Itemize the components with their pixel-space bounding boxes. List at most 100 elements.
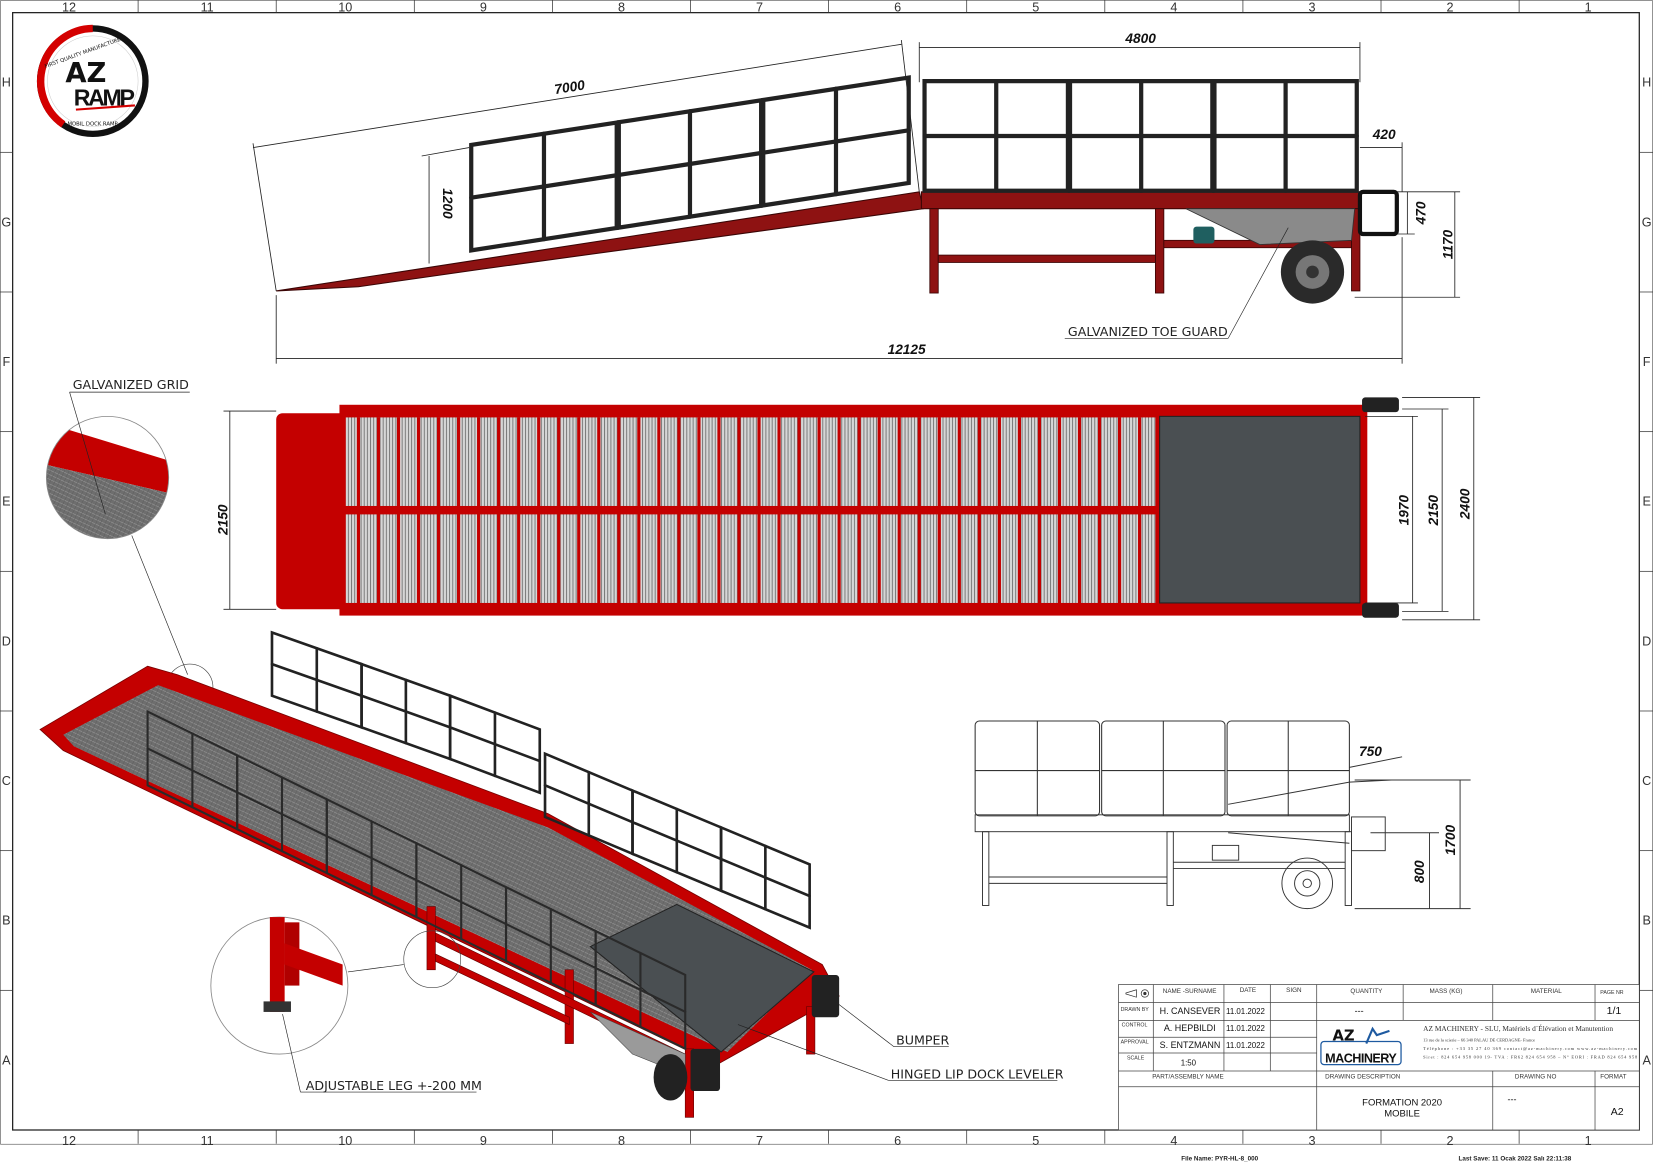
zone-column-label: 1 [1585, 1134, 1592, 1148]
dim-lip-length: 750 [1359, 744, 1382, 759]
railing-midrail [146, 747, 239, 794]
zone-column-label: 10 [338, 1, 352, 15]
toe-guard-callout: GALVANIZED TOE GUARD [1064, 227, 1289, 339]
zone-column-label: 12 [62, 1, 76, 15]
dim-frame-width: 2150 [1426, 495, 1441, 527]
zone-row-label: A [2, 1053, 11, 1067]
dim-overall-length: 12125 [888, 342, 926, 357]
railing-panel [594, 929, 687, 1051]
grate-upper [345, 417, 1156, 506]
dim-ramp-length: 7000 [553, 77, 586, 97]
tb-description-line1: FORMATION 2020 [1362, 1098, 1442, 1109]
zone-row-label: G [1642, 215, 1652, 229]
railing-midrail [719, 857, 811, 898]
zone-row-label: C [1642, 774, 1651, 788]
leg-detail [210, 916, 404, 1055]
railing-midrail [325, 835, 418, 882]
footer-last-save: Last Save: 11 Ocak 2022 Salı 22:11:38 [1459, 1156, 1572, 1163]
top-view: 2150 1970 2150 2400 [216, 396, 1481, 621]
footer-file-name: File Name: PYR-HL-8_000 [1181, 1156, 1258, 1163]
zone-column-label: 12 [62, 1134, 76, 1148]
tb-drawing-no: --- [1508, 1095, 1517, 1105]
railing-midrail [469, 173, 619, 200]
side-dimension-lines [252, 40, 1461, 364]
top-dimension-lines [223, 396, 1481, 621]
zone-column-label: 6 [894, 1134, 901, 1148]
zone-row-label: B [2, 914, 10, 928]
zone-column-label: 4 [1170, 1, 1177, 15]
dim-overall-width: 2400 [1458, 488, 1473, 520]
railing-midrail [360, 694, 452, 729]
iso-bumper-right [811, 975, 840, 1018]
grate-lower [345, 514, 1156, 603]
railing-panel [448, 693, 542, 795]
iso-bumper-left [690, 1048, 721, 1091]
wheel [1280, 240, 1345, 304]
tb-format: A2 [1611, 1106, 1624, 1118]
zone-column-label: 9 [480, 1, 487, 15]
tb-name-drawn: H. CANSEVER [1160, 1006, 1221, 1016]
zone-column-label: 6 [894, 1, 901, 15]
railing-midrail [448, 726, 542, 763]
iso-wheel [653, 1054, 688, 1101]
zone-column-label: 8 [618, 1134, 625, 1148]
zone-column-label: 7 [756, 1134, 763, 1148]
dim-bumper-offset: 420 [1372, 127, 1396, 142]
tb-header-page: PAGE NR [1600, 990, 1624, 996]
tb-company-address: 13 rue de la scierie – 66 340 PALAU DE C… [1423, 1037, 1535, 1042]
railing-midrail [543, 783, 634, 824]
tb-header-description: DRAWING DESCRIPTION [1325, 1073, 1401, 1080]
railing-midrail [761, 128, 911, 155]
tb-description-line2: MOBILE [1384, 1108, 1420, 1119]
tb-role-drawn: DRAWN BY [1121, 1007, 1150, 1013]
side-railings [469, 75, 1359, 253]
logo-az: AZ [1333, 1027, 1355, 1044]
tb-company-registration: Siret : 824 654 958 000 19- TVA : FR62 8… [1423, 1054, 1638, 1059]
railing-midrail [594, 966, 687, 1013]
zone-column-label: 3 [1308, 1134, 1315, 1148]
iso-platform-plate [589, 903, 815, 1053]
tb-header-material: MATERIAL [1531, 988, 1563, 995]
zone-row-label: C [2, 774, 11, 788]
tb-header-format: FORMAT [1600, 1073, 1626, 1080]
dim-platform-height: 1170 [1441, 229, 1456, 259]
logo-ring-bottom: MOBIL DOCK RAMP [67, 121, 117, 127]
zone-column-label: 5 [1032, 1134, 1039, 1148]
zone-row-label: G [1, 215, 11, 229]
elevation-motor [1211, 844, 1240, 861]
dim-plate-width: 1970 [1396, 495, 1411, 526]
bumper-top [1362, 397, 1399, 413]
zone-column-label: 8 [618, 1, 625, 15]
railing-midrail [631, 820, 723, 861]
iso-railings [146, 630, 811, 1051]
tb-name-control: A. HEPBILDI [1164, 1023, 1216, 1033]
tb-header-name: NAME -SURNAME [1163, 988, 1217, 995]
dim-platform-length: 4800 [1124, 31, 1156, 46]
zone-row-label: E [2, 495, 10, 509]
zone-column-label: 10 [338, 1134, 352, 1148]
railing-panel [719, 825, 811, 930]
tb-header-drawing-no: DRAWING NO [1515, 1073, 1557, 1080]
galvanized-toe-guard [1185, 208, 1356, 245]
zone-column-label: 2 [1447, 1134, 1454, 1148]
iso-callouts [282, 1001, 1058, 1093]
zone-column-label: 11 [201, 1, 214, 15]
zone-column-label: 9 [480, 1134, 487, 1148]
railing-panel [761, 75, 911, 208]
dim-deck-height: 800 [1412, 860, 1427, 883]
motor [1193, 226, 1215, 244]
az-machinery-logo: AZ MACHINERY [1320, 1026, 1402, 1066]
tb-company-name: AZ MACHINERY - SLU, Matériels d´Élévatio… [1423, 1023, 1613, 1033]
zone-row-label: D [2, 634, 11, 648]
projection-symbol-icon [1125, 989, 1149, 998]
grid-detail: GALVANIZED GRID [45, 377, 214, 711]
zone-row-label: B [1642, 914, 1650, 928]
tb-scale-label: SCALE [1127, 1055, 1145, 1061]
zone-row-label: A [1642, 1053, 1651, 1067]
zone-row-label: E [1642, 495, 1650, 509]
zone-row-label: F [2, 355, 10, 369]
tb-date-control: 11.01.2022 [1226, 1024, 1265, 1033]
railing-midrail [236, 791, 328, 838]
isometric-view: BUMPER HINGED LIP DOCK LEVELER ADJUSTABL… [39, 630, 1064, 1118]
